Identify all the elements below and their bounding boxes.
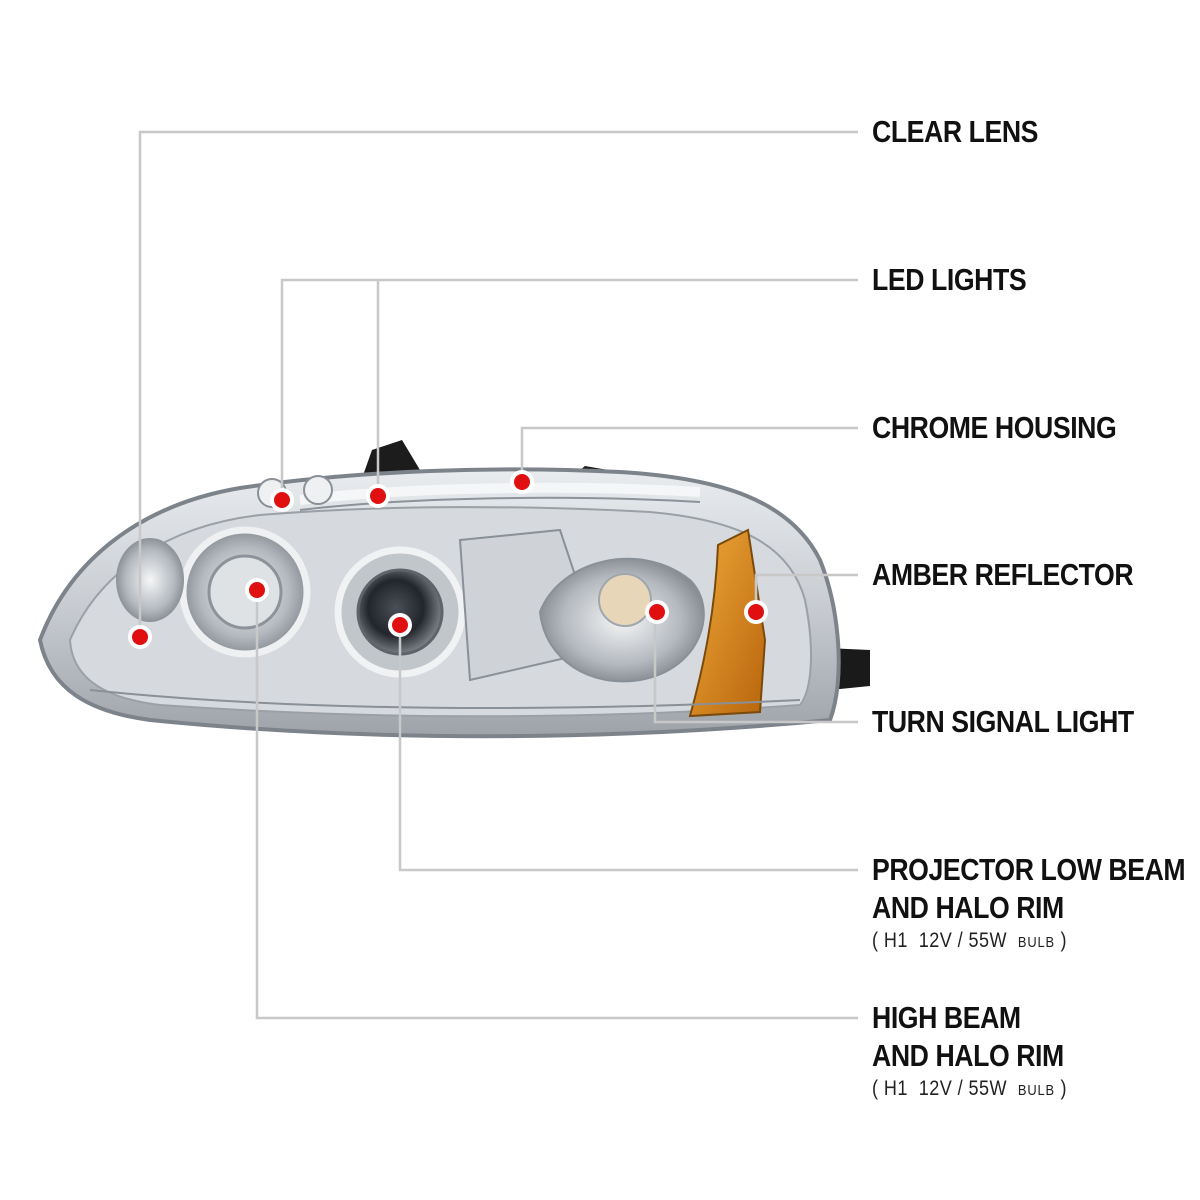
bulb-word: BULB bbox=[1017, 934, 1055, 951]
led-strip-edge bbox=[299, 496, 701, 511]
callout-title: LED LIGHTS bbox=[872, 262, 1027, 297]
callout-turn-signal-light: TURN SIGNAL LIGHT bbox=[872, 703, 1134, 741]
marker-chrome-housing bbox=[510, 470, 534, 494]
bulb-spec: ( H1 12V / 55W BULB ) bbox=[872, 929, 1067, 952]
high-beam-lens bbox=[207, 554, 283, 630]
callout-led-lights: LED LIGHTS bbox=[872, 261, 1027, 299]
leader-led-a bbox=[280, 278, 858, 500]
led-pod bbox=[303, 475, 333, 505]
marker-turn-signal bbox=[645, 600, 669, 624]
callout-amber-reflector: AMBER REFLECTOR bbox=[872, 556, 1134, 594]
bulb-word: BULB bbox=[1017, 1082, 1055, 1099]
callout-clear-lens: CLEAR LENS bbox=[872, 113, 1038, 151]
callout-high-beam: HIGH BEAM AND HALO RIM ( H1 12V / 55W BU… bbox=[872, 999, 1067, 1105]
callout-title: CHROME HOUSING bbox=[872, 410, 1117, 445]
callout-title: HIGH BEAM bbox=[872, 1000, 1021, 1035]
marker-high-beam bbox=[245, 578, 269, 602]
callout-title: CLEAR LENS bbox=[872, 114, 1039, 149]
callout-title: TURN SIGNAL LIGHT bbox=[872, 704, 1134, 739]
headlight-body bbox=[37, 440, 870, 739]
leader-turn-signal bbox=[653, 612, 858, 724]
leader-projector bbox=[398, 625, 858, 872]
side-reflector bbox=[116, 538, 184, 622]
leader-high-beam bbox=[255, 590, 858, 1020]
marker-led-b bbox=[366, 484, 390, 508]
callout-title: PROJECTOR LOW BEAM bbox=[872, 852, 1186, 887]
callout-title-line2: AND HALO RIM bbox=[872, 1038, 1064, 1073]
marker-projector bbox=[388, 613, 412, 637]
marker-dots bbox=[128, 470, 768, 649]
amber-reflector-lens bbox=[688, 528, 767, 718]
leader-clear-lens bbox=[138, 130, 858, 635]
bulb-rating: 12V / 55W bbox=[918, 929, 1007, 952]
callout-projector-low-beam: PROJECTOR LOW BEAM AND HALO RIM ( H1 12V… bbox=[872, 851, 1186, 957]
marker-led-a bbox=[270, 488, 294, 512]
callout-title-line2: AND HALO RIM bbox=[872, 890, 1064, 925]
bulb-type: H1 bbox=[883, 929, 908, 952]
bulb-type: H1 bbox=[883, 1077, 908, 1100]
leader-amber-reflector bbox=[754, 573, 858, 612]
leader-chrome-housing bbox=[520, 426, 858, 482]
marker-amber-reflector bbox=[744, 600, 768, 624]
bulb-spec: ( H1 12V / 55W BULB ) bbox=[872, 1077, 1067, 1100]
leader-lines bbox=[138, 130, 858, 1020]
led-strip bbox=[299, 482, 701, 505]
turn-signal-bulb bbox=[598, 573, 652, 627]
callout-title: AMBER REFLECTOR bbox=[872, 557, 1134, 592]
lower-trim bbox=[89, 689, 801, 710]
bulb-rating: 12V / 55W bbox=[918, 1077, 1007, 1100]
callout-chrome-housing: CHROME HOUSING bbox=[872, 409, 1117, 447]
marker-clear-lens bbox=[128, 625, 152, 649]
